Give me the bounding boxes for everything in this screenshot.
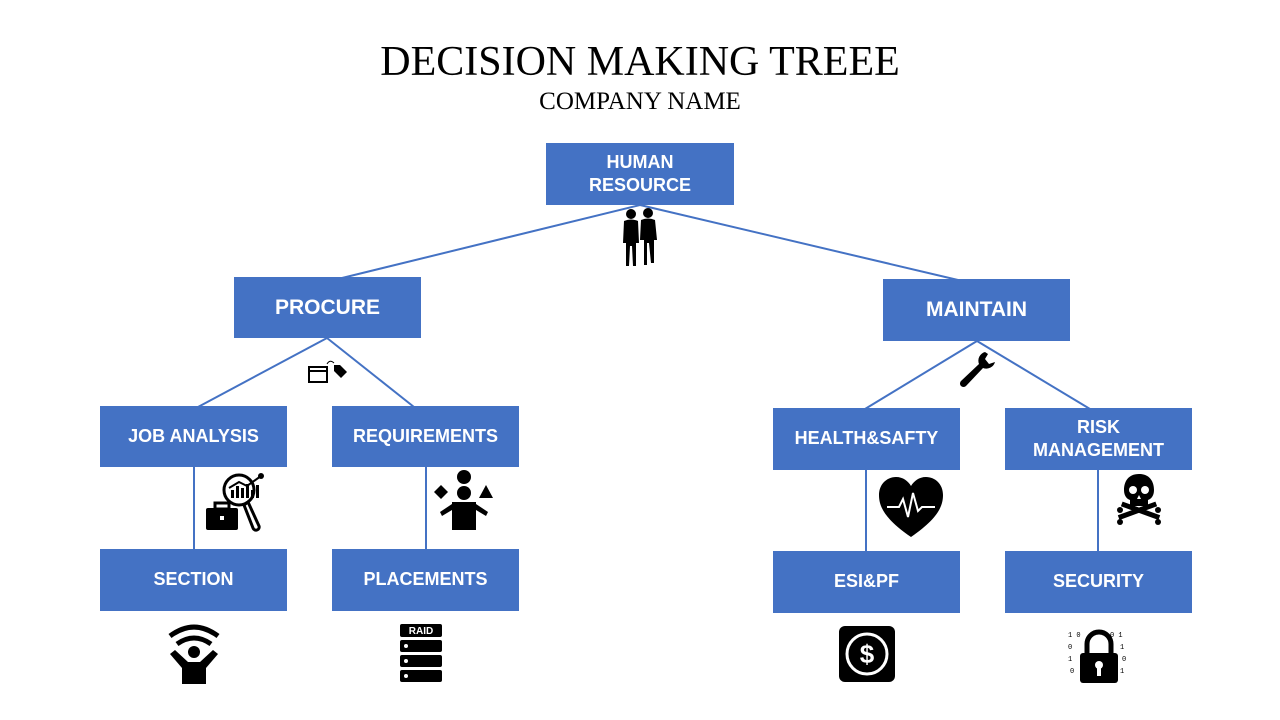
connector-procure-req xyxy=(326,337,415,408)
raid-server-icon: RAID xyxy=(400,624,442,682)
node-job-analysis[interactable]: JOB ANALYSIS xyxy=(100,406,287,467)
svg-text:0: 0 xyxy=(1068,644,1072,652)
connector-root-procure xyxy=(341,204,641,279)
person-signal-icon xyxy=(168,624,220,684)
analysis-magnifier-icon xyxy=(206,473,264,532)
node-placements[interactable]: PLACEMENTS xyxy=(332,549,519,611)
raid-label: RAID xyxy=(409,626,433,637)
price-tag-icon xyxy=(308,360,347,383)
connector-procure-job xyxy=(197,337,328,408)
svg-text:0 1: 0 1 xyxy=(1110,632,1123,640)
node-requirements[interactable]: REQUIREMENTS xyxy=(332,406,519,467)
node-risk-management[interactable]: RISK MANAGEMENT xyxy=(1005,408,1192,470)
svg-text:1 0: 1 0 xyxy=(1068,632,1081,640)
wrench-icon xyxy=(959,352,995,388)
svg-text:1: 1 xyxy=(1120,644,1124,652)
svg-text:1: 1 xyxy=(1120,668,1124,676)
heartbeat-icon xyxy=(879,477,943,537)
node-esi-pf[interactable]: ESI&PF xyxy=(773,551,960,613)
padlock-binary-icon: 1 0 0 1 0 1 1 0 0 1 xyxy=(1068,629,1126,683)
svg-text:$: $ xyxy=(860,639,875,669)
node-section[interactable]: SECTION xyxy=(100,549,287,611)
connector-maintain-risk xyxy=(976,340,1091,410)
dollar-coin-icon: $ xyxy=(839,626,895,682)
connector-maintain-health xyxy=(864,340,978,410)
node-maintain[interactable]: MAINTAIN xyxy=(883,279,1070,341)
connector-root-maintain xyxy=(639,204,959,281)
node-security[interactable]: SECURITY xyxy=(1005,551,1192,613)
node-health-safety[interactable]: HEALTH&SAFTY xyxy=(773,408,960,470)
two-people-icon xyxy=(623,208,657,266)
svg-text:0: 0 xyxy=(1070,668,1074,676)
team-shapes-icon xyxy=(434,470,493,530)
company-name: COMPANY NAME xyxy=(539,88,741,115)
diagram-title: DECISION MAKING TREEE xyxy=(380,39,900,85)
svg-text:1: 1 xyxy=(1068,656,1072,664)
skull-crossbones-icon xyxy=(1117,474,1161,525)
node-procure[interactable]: PROCURE xyxy=(234,277,421,338)
node-human-resource[interactable]: HUMAN RESOURCE xyxy=(546,143,734,205)
svg-text:0: 0 xyxy=(1122,656,1126,664)
